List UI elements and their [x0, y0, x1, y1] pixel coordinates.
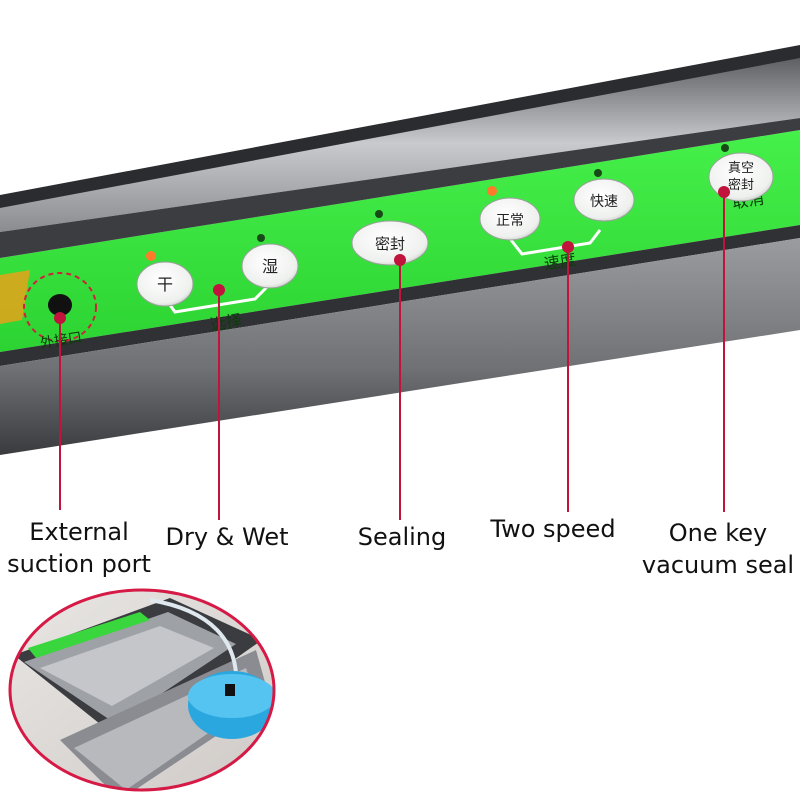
led-indicator-icon — [375, 210, 383, 218]
callout-one-key-line1: One key — [668, 519, 768, 547]
pointer-dot-icon — [213, 284, 225, 296]
led-indicator-icon — [487, 186, 497, 196]
svg-text:正常: 正常 — [496, 213, 524, 229]
pointer-dot-icon — [562, 241, 574, 253]
callout-sealing: Sealing — [357, 523, 447, 551]
svg-text:真空: 真空 — [728, 161, 754, 176]
callout-one-key-line2: vacuum seal — [641, 551, 795, 580]
svg-text:快速: 快速 — [590, 194, 618, 210]
left-logo-sticker — [0, 270, 30, 324]
led-indicator-icon — [594, 169, 602, 177]
normal-speed-button[interactable]: 正常 — [479, 197, 541, 241]
bracket-line-icon — [509, 229, 602, 256]
pointer-dot-icon — [54, 312, 66, 324]
callout-dry-wet: Dry & Wet — [165, 523, 289, 551]
pointer-dot-icon — [718, 186, 730, 198]
pointer-one-key — [718, 186, 730, 512]
pointer-two-speed — [562, 241, 574, 512]
fast-speed-button[interactable]: 快速 — [573, 178, 635, 222]
led-indicator-icon — [721, 144, 729, 152]
dry-button[interactable]: 干 — [136, 261, 194, 307]
dry-wet-group-label: 选择 — [209, 310, 244, 334]
inset-frame — [8, 588, 276, 792]
callout-one-key-vacuum-seal: One key vacuum seal — [640, 517, 796, 582]
svg-text:湿: 湿 — [262, 257, 278, 276]
pointer-port — [54, 312, 66, 510]
suction-port-icon — [48, 294, 72, 316]
callout-external-suction-port: External suction port — [4, 516, 154, 581]
seal-button[interactable]: 密封 — [351, 220, 429, 266]
svg-text:干: 干 — [157, 275, 173, 294]
callout-port-line2: suction port — [7, 550, 151, 579]
wet-button[interactable]: 湿 — [241, 243, 299, 289]
svg-text:密封: 密封 — [728, 177, 754, 193]
panel-dark-border-top — [0, 118, 800, 258]
led-indicator-icon — [257, 234, 265, 242]
top-dark-edge — [0, 45, 800, 208]
pointer-dot-icon — [394, 254, 406, 266]
top-steel-strip — [0, 55, 800, 232]
inset-machine-photo — [10, 590, 274, 790]
pointer-dry-wet — [213, 284, 225, 520]
pointer-sealing — [394, 254, 406, 520]
callout-two-speed: Two speed — [490, 515, 616, 543]
port-label: 外接口 — [39, 329, 83, 352]
led-indicator-icon — [146, 251, 156, 261]
svg-text:密封: 密封 — [375, 235, 405, 253]
callout-port-line1: External — [29, 518, 129, 546]
